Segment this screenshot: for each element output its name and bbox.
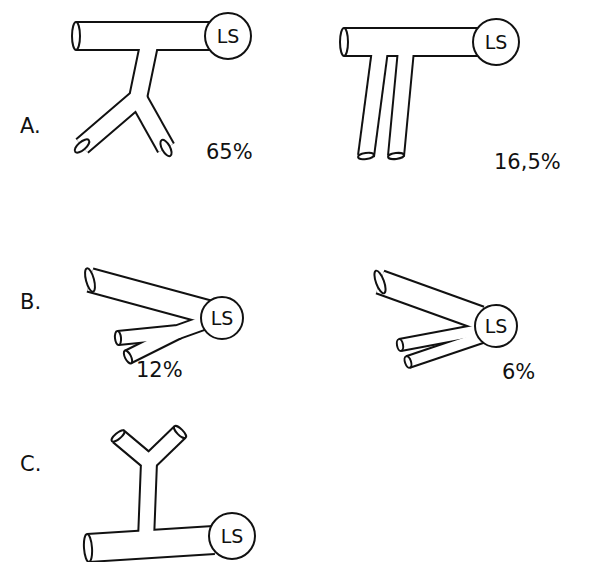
vessel-name: LS [485, 31, 508, 53]
vessel-name: LS [485, 315, 508, 337]
percentage-label: 16,5% [494, 150, 561, 174]
vessel-circle: LS [204, 12, 252, 60]
section-letter: A. [20, 114, 41, 138]
vessel-circle: LS [200, 296, 244, 340]
vessel-open-ends [72, 22, 413, 562]
vessel-circle: LS [474, 304, 518, 348]
vessel-outlines [76, 36, 482, 548]
vessel-lumens [76, 36, 482, 548]
vessel-circle: LS [208, 512, 256, 560]
vessel-name: LS [221, 525, 244, 547]
vessel-circle: LS [472, 18, 520, 66]
section-letter: B. [20, 290, 41, 314]
section-letter: C. [20, 452, 41, 476]
percentage-label: 12% [136, 358, 183, 382]
vessel-name: LS [211, 307, 234, 329]
percentage-label: 6% [502, 360, 535, 384]
percentage-label: 65% [206, 140, 253, 164]
vessel-name: LS [217, 25, 240, 47]
